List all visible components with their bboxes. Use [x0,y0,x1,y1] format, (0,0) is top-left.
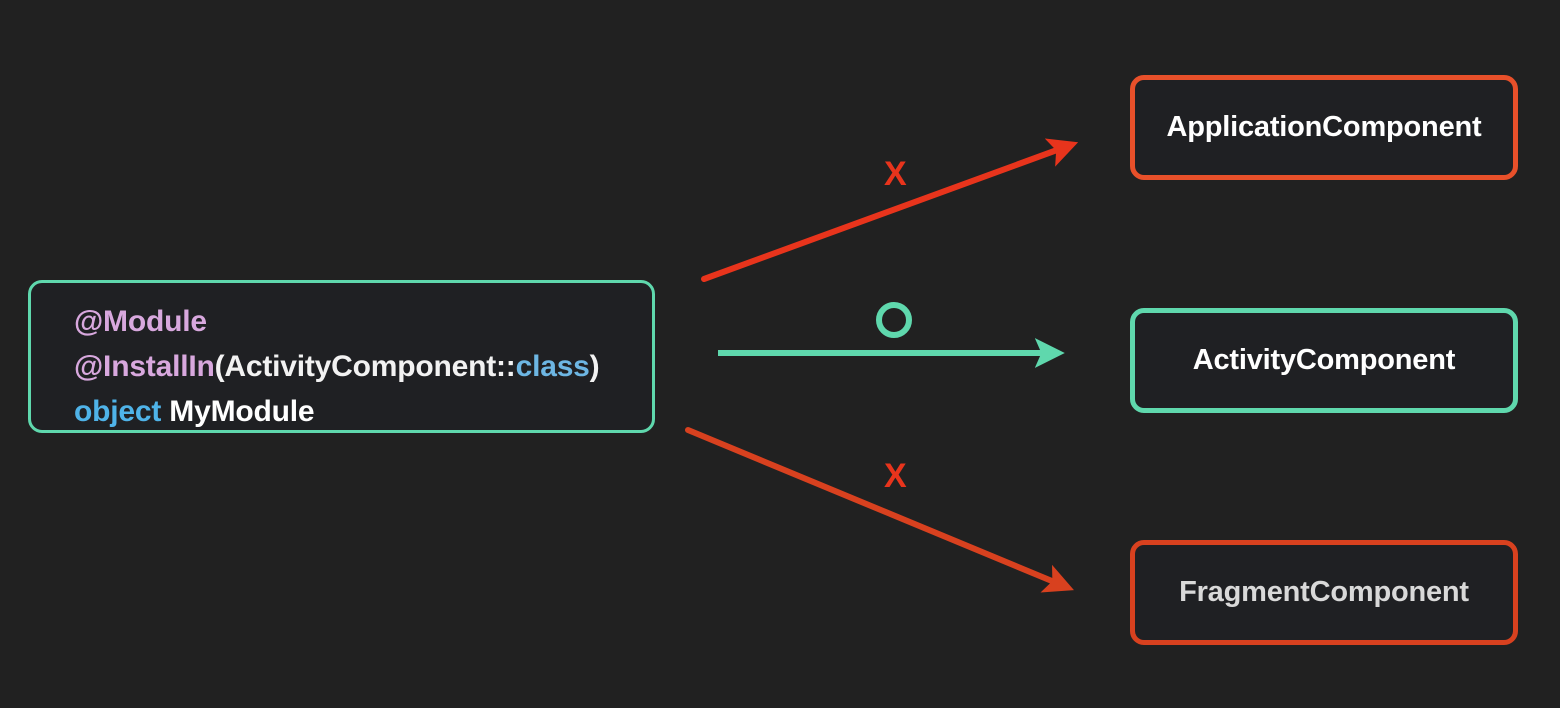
component-box-application[interactable]: ApplicationComponent [1130,75,1518,180]
hilt-module-code-snippet: @Module @InstallIn(ActivityComponent::cl… [28,280,655,433]
token-close-paren: ) [589,350,600,383]
code-snippet-text: @Module @InstallIn(ActivityComponent::cl… [74,299,600,434]
arrow-to-fragment [685,427,1074,593]
circle-icon-activity [876,302,912,338]
token-annotation-module: @Module [74,305,207,338]
token-keyword-class: class [515,350,590,383]
component-box-application-label: ApplicationComponent [1166,111,1482,143]
token-annotation-installin: @InstallIn [74,350,215,383]
code-line-1: @Module [74,299,599,344]
cross-icon-fragment: X [884,457,907,495]
token-open-paren-activitycomponent: (ActivityComponent:: [214,350,516,383]
code-line-2: @InstallIn(ActivityComponent::class) [74,344,600,389]
component-box-activity-label: ActivityComponent [1192,344,1456,376]
component-box-fragment[interactable]: FragmentComponent [1130,540,1518,645]
component-box-fragment-label: FragmentComponent [1179,576,1469,608]
component-box-activity[interactable]: ActivityComponent [1130,308,1518,413]
code-line-3: object MyModule [74,389,599,434]
token-identifier-mymodule: MyModule [169,395,315,428]
cross-icon-application: X [884,155,907,193]
token-keyword-object: object [74,395,162,428]
